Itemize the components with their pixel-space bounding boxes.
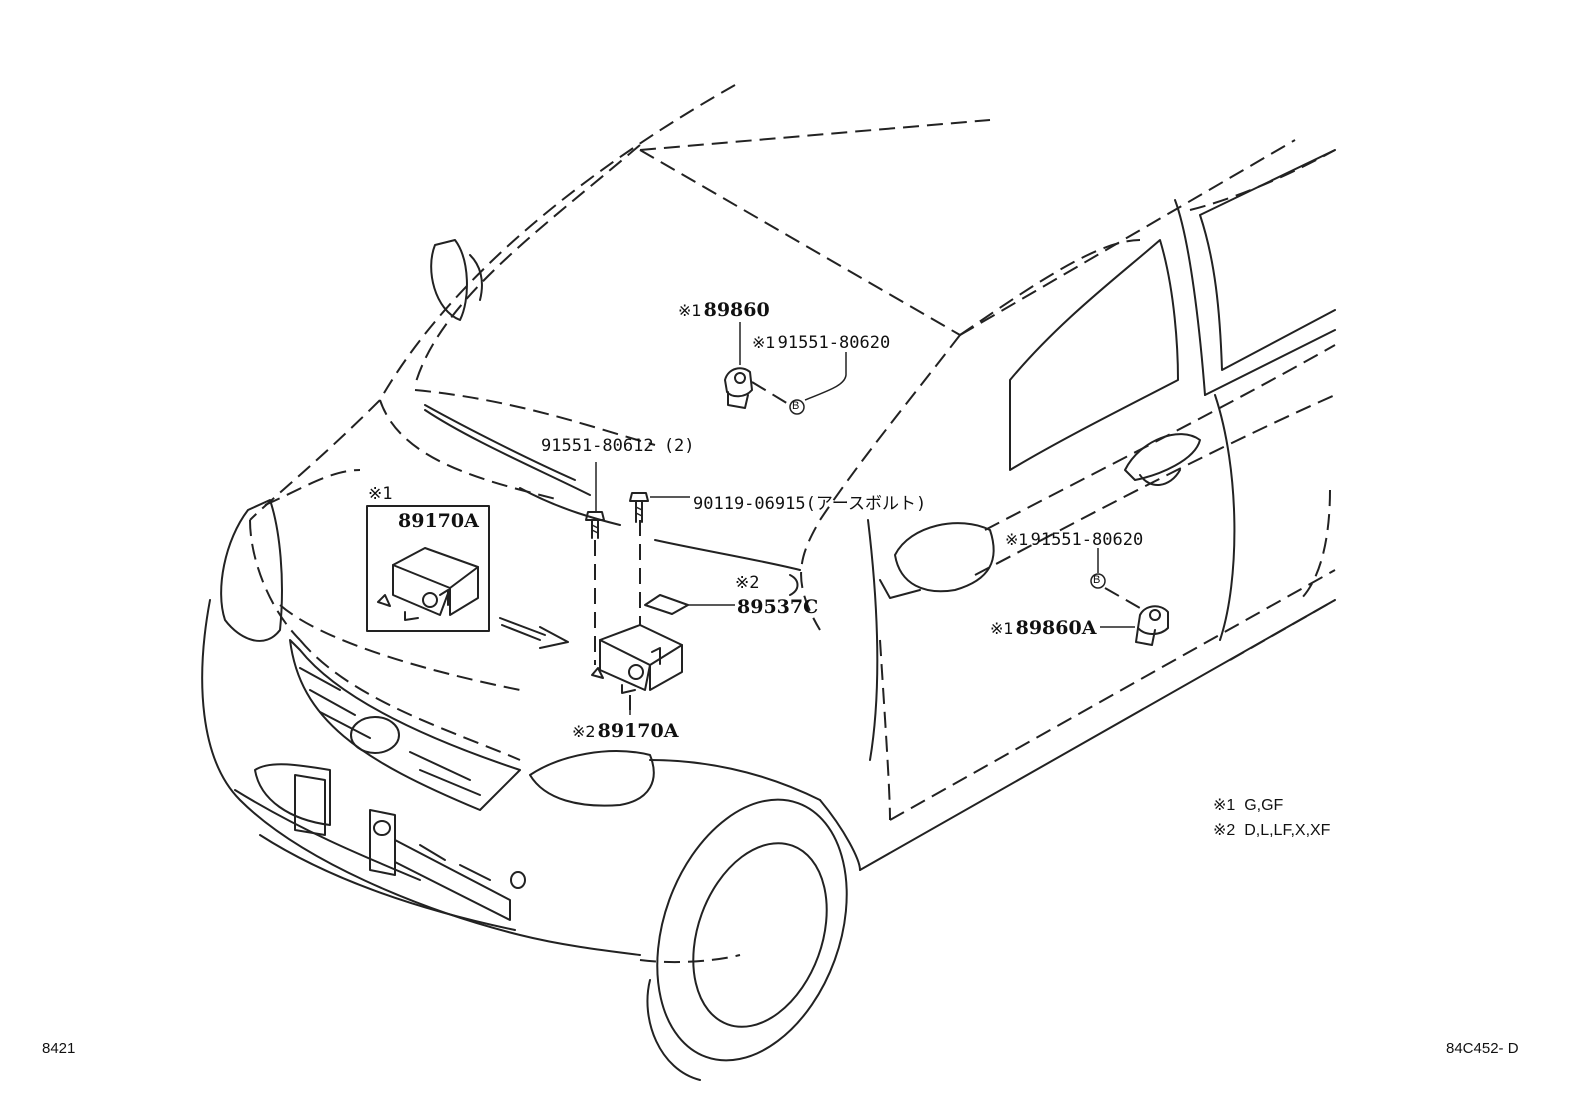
part-number: 89860 — [703, 299, 770, 321]
part-number: 89170A — [597, 720, 679, 742]
footer-right-code: 84C452- D — [1446, 1040, 1519, 1057]
car-outline — [201, 149, 1336, 1081]
inset-mark: ※1 — [368, 484, 393, 504]
inset-ecu — [366, 505, 569, 649]
callout-mark: ※1 — [678, 301, 702, 320]
inset-part-number: 89170A — [398, 510, 479, 532]
callout-mark: ※1 — [1005, 530, 1029, 549]
part-number: 91551-80612 (2) — [541, 436, 695, 456]
legend-item-1: ※1 G,GF — [1213, 795, 1283, 815]
callout-label-plate-part: 89537C — [737, 596, 819, 618]
part-number: 90119-06915(アースボルト) — [693, 494, 927, 514]
legend-text: G,GF — [1244, 797, 1284, 814]
callout-mark: ※1 — [752, 333, 776, 352]
legend-mark: ※2 — [1213, 822, 1236, 839]
ref-b-right: B — [1093, 574, 1101, 586]
airbag-ecu — [591, 520, 735, 710]
ref-b-top: B — [792, 400, 800, 412]
sensor-top — [724, 322, 847, 415]
part-number: 91551-80620 — [777, 333, 891, 353]
legend-text: D,L,LF,X,XF — [1244, 822, 1331, 839]
callout-bolt-center: 91551-80612 (2) — [541, 436, 695, 456]
part-number: 91551-80620 — [1030, 530, 1144, 550]
part-number: 89860A — [1015, 617, 1097, 639]
sensor-right — [1090, 548, 1169, 646]
callout-earth-bolt: 90119-06915(アースボルト) — [693, 489, 926, 514]
legend-item-2: ※2 D,L,LF,X,XF — [1213, 820, 1330, 840]
legend-mark: ※1 — [1213, 797, 1236, 814]
bolts — [585, 462, 690, 539]
callout-mark: ※1 — [990, 619, 1014, 638]
car-hidden-lines — [249, 84, 1336, 964]
footer-left-code: 8421 — [42, 1040, 76, 1057]
callout-label-plate-mark: ※2 — [735, 573, 760, 593]
callout-mark: ※2 — [572, 722, 596, 741]
